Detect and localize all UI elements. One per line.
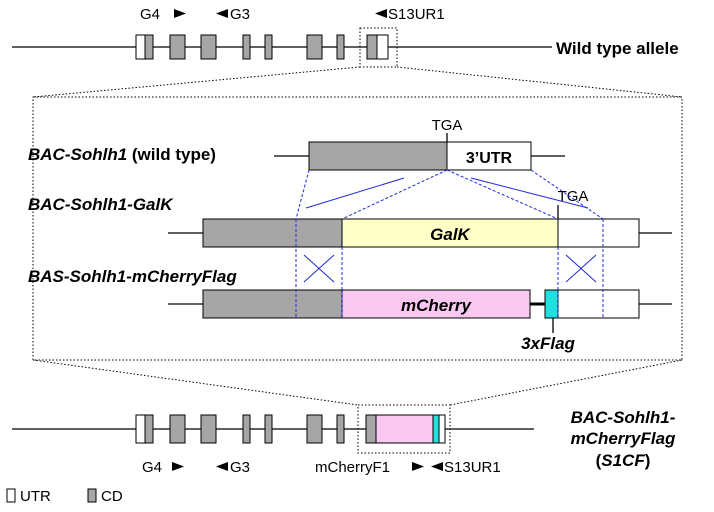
zoom-connector-bottom-right (449, 359, 683, 406)
construct-mcherry-label: BAS-Sohlh1-mCherryFlag (28, 267, 237, 286)
legend-cd-label: CD (101, 488, 123, 505)
zoom-frame (32, 66, 683, 406)
construct-wild-type: BAC-Sohlh1 (wild type) 3’UTR TGA (28, 117, 565, 171)
wt-construct-cd (308, 141, 448, 171)
construct-wild-type-label: BAC-Sohlh1 (wild type) (28, 145, 216, 164)
galk-tga-label: TGA (558, 188, 589, 205)
galk-construct-cd (202, 218, 343, 248)
s1cf-label-line2: mCherryFlag (571, 429, 676, 448)
s1cf-last-exon-cd (365, 414, 377, 444)
wt-exon2 (169, 34, 186, 60)
mcherry-cassette-label: mCherry (401, 296, 472, 315)
s1cf-primer-g3-label: G3 (230, 459, 250, 476)
galk-cassette-label: GalK (430, 225, 471, 244)
mcherry-construct-cd (202, 289, 343, 319)
crossover-right-1 (470, 177, 589, 209)
primer-s13ur1-arrow (375, 9, 387, 18)
mcherry-cassette (341, 289, 531, 319)
mcherry-construct-utr (557, 289, 640, 319)
primer-g3-label: G3 (230, 6, 250, 23)
zoom-connector-bottom-left (32, 359, 359, 406)
construct-galk: BAC-Sohlh1-GalK GalK TGA (28, 188, 672, 248)
wt-exon7 (336, 34, 345, 60)
zoom-panel (32, 96, 683, 361)
construct-mcherry: BAS-Sohlh1-mCherryFlag mCherry 3xFlag (28, 267, 672, 353)
galk-construct-utr (557, 218, 640, 248)
s1cf-exon5 (264, 414, 273, 444)
primer-g4-arrow (174, 9, 186, 18)
wt-tga-label: TGA (432, 117, 463, 134)
primer-g4-label: G4 (140, 6, 160, 23)
s1cf-primer-mcherryf1-arrow (412, 462, 424, 471)
wt-construct-utr (446, 141, 532, 171)
s1cf-primer-g4-label: G4 (142, 459, 162, 476)
wild-type-allele: G4 G3 S13UR1 Wild type allele (12, 6, 679, 68)
s1cf-primer-g3-arrow (216, 462, 228, 471)
wt-exon5 (264, 34, 273, 60)
wt-last-exon-utr (376, 34, 389, 60)
s1cf-zoom-box (357, 404, 451, 454)
s1cf-last-exon-utr (438, 414, 446, 444)
s1cf-mcherry (375, 414, 434, 444)
s1cf-exon4 (242, 414, 251, 444)
legend: UTR CD (6, 488, 123, 505)
s1cf-allele: G4 G3 mCherryF1 S13UR1 BAC-Sohlh1- mCher… (12, 404, 676, 476)
recombination-step2 (295, 219, 604, 318)
s1cf-exon2 (169, 414, 186, 444)
primer-s13ur1-label: S13UR1 (388, 6, 445, 23)
wt-zoom-box (359, 27, 398, 68)
wild-type-allele-label: Wild type allele (556, 39, 679, 58)
primer-g3-arrow (216, 9, 228, 18)
wt-exon6 (306, 34, 323, 60)
wt-exon1-cd (144, 34, 154, 60)
zoom-connector-left (32, 66, 361, 98)
legend-cd-swatch (87, 488, 97, 503)
wt-exon3 (200, 34, 217, 60)
s1cf-primer-g4-arrow (172, 462, 184, 471)
s1cf-exon3 (200, 414, 217, 444)
s1cf-exon7 (336, 414, 345, 444)
construct-galk-label: BAC-Sohlh1-GalK (28, 195, 174, 214)
recombination-step1 (295, 169, 604, 220)
s1cf-exon1-cd (144, 414, 154, 444)
s1cf-primer-s13ur1-label: S13UR1 (444, 459, 501, 476)
galk-cassette (341, 218, 559, 248)
s1cf-label-line3: (S1CF) (596, 451, 651, 470)
s1cf-primer-mcherryf1-label: mCherryF1 (315, 459, 390, 476)
legend-utr-swatch (6, 488, 16, 503)
wt-exon1-utr (135, 34, 146, 60)
zoom-connector-right (396, 66, 683, 98)
flag-tag (544, 289, 559, 319)
s1cf-flag (432, 414, 440, 444)
wt-exon4 (242, 34, 251, 60)
s1cf-primer-s13ur1-arrow (431, 462, 443, 471)
crossover-right-2b (565, 254, 597, 283)
flag-label: 3xFlag (521, 334, 575, 353)
s1cf-exon1-utr (135, 414, 146, 444)
crossover-left-2b (303, 254, 335, 283)
wt-last-exon-cd (366, 34, 378, 60)
s1cf-exon6 (306, 414, 323, 444)
wt-utr-label: 3’UTR (466, 150, 513, 167)
legend-utr-label: UTR (20, 488, 51, 505)
s1cf-label-line1: BAC-Sohlh1- (571, 408, 676, 427)
crossover-left-1 (305, 177, 405, 209)
